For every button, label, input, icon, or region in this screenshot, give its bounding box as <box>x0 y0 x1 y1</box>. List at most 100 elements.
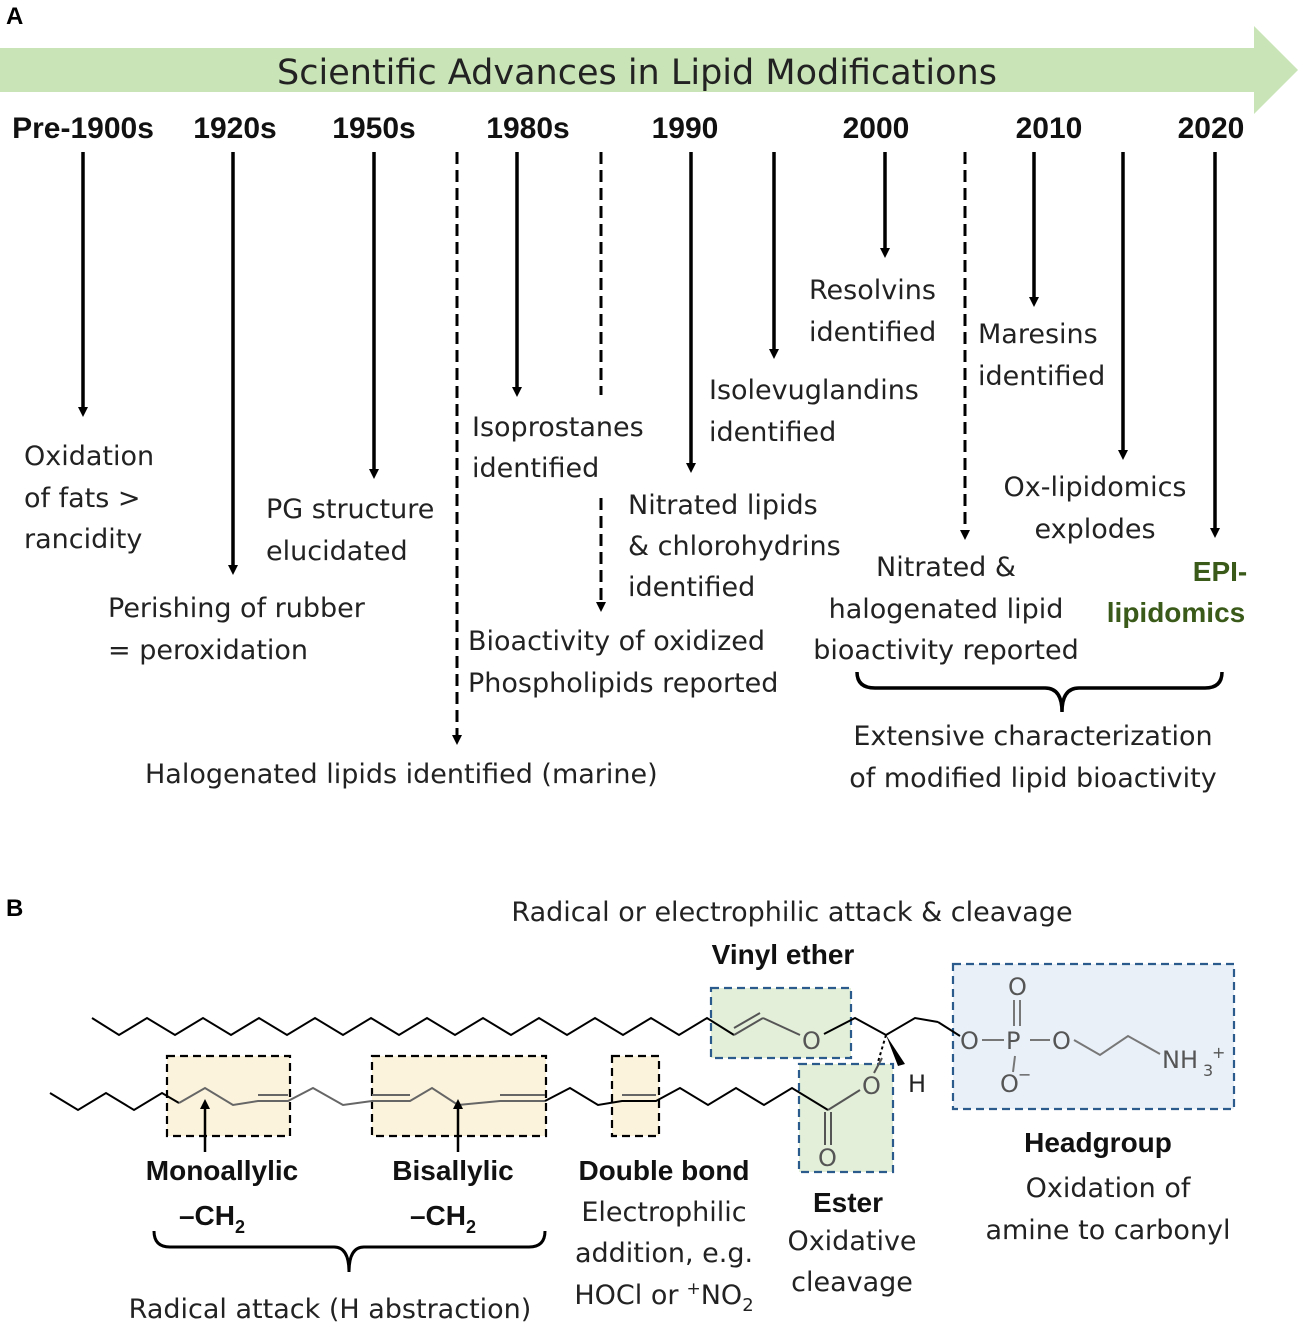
event-isoprostanes: Isoprostanes identified <box>472 412 644 484</box>
event-text: Oxidation <box>24 441 154 472</box>
vinyl-ether-title: Vinyl ether <box>712 939 855 970</box>
carbonyl-oxygen: O <box>818 1144 837 1172</box>
glycerol-to-phosphate <box>937 1021 961 1037</box>
event-text: Resolvins <box>809 275 936 306</box>
ester-desc: cleavage <box>791 1267 913 1298</box>
vinyl-ether-box <box>709 986 853 1060</box>
event-text: halogenated lipid <box>829 594 1064 625</box>
bisallylic-label: Bisallylic <box>392 1155 513 1186</box>
amine-nh: NH <box>1162 1046 1198 1074</box>
ester-bond <box>827 1089 861 1111</box>
p-o-minus-bond <box>1012 1055 1016 1073</box>
vinyl-bond <box>762 1017 801 1036</box>
ch2-sub: 2 <box>235 1217 245 1237</box>
panel-b-header: Radical or electrophilic attack & cleava… <box>511 897 1072 928</box>
no2-plus: + <box>686 1279 700 1299</box>
ester-to-glycerol <box>873 1057 883 1074</box>
timeline-banner-arrow <box>0 26 1298 114</box>
minus-charge: − <box>1018 1065 1031 1084</box>
event-isolevuglandins: Isolevuglandins identified <box>709 375 919 448</box>
event-text: explodes <box>1034 514 1155 545</box>
year-label: 1980s <box>486 112 569 145</box>
event-text: = peroxidation <box>108 635 308 666</box>
double-bond-desc: addition, e.g. <box>575 1238 753 1269</box>
year-label: 2020 <box>1178 112 1245 145</box>
event-text: Maresins <box>978 319 1098 350</box>
year-label: Pre-1900s <box>12 112 154 145</box>
event-nitrated-chlorohydrins: Nitrated lipids & chlorohydrins identifi… <box>628 490 841 603</box>
event-extensive: Extensive characterization of modified l… <box>849 721 1216 794</box>
event-text: identified <box>978 361 1105 392</box>
phosphate-oxygen-minus: O <box>1000 1070 1019 1098</box>
double-bond-desc: Electrophilic <box>581 1197 746 1228</box>
headgroup-desc: Oxidation of <box>1026 1173 1192 1204</box>
event-bioactivity-oxidized: Bioactivity of oxidized Phospholipids re… <box>468 626 778 699</box>
monoallylic-label: Monoallylic <box>146 1155 298 1186</box>
no2-text: NO <box>701 1280 742 1311</box>
no2-sub: 2 <box>742 1295 753 1316</box>
phosphate-oxygen-1: O <box>960 1027 979 1055</box>
event-resolvins: Resolvins identified <box>809 275 936 348</box>
lower-acyl-chain <box>49 1091 180 1112</box>
headgroup-box <box>951 962 1236 1111</box>
bisallylic-ch2: –CH2 <box>410 1200 476 1237</box>
ch2-sub: 2 <box>466 1217 476 1237</box>
vinyl-double-bond-2 <box>733 1012 761 1029</box>
event-oxidation: Oxidation of fats > rancidity <box>24 441 154 555</box>
year-label: 1950s <box>332 112 415 145</box>
year-label: 2000 <box>843 112 910 145</box>
phosphorus: P <box>1006 1027 1020 1055</box>
event-text: identified <box>472 453 599 484</box>
event-text: Bioactivity of oxidized <box>468 626 765 657</box>
curly-brace-extensive <box>855 671 1224 713</box>
event-text: Nitrated & <box>876 552 1016 583</box>
ester-title: Ester <box>813 1187 883 1218</box>
headgroup-title: Headgroup <box>1024 1127 1172 1158</box>
event-text: Nitrated lipids <box>628 490 818 521</box>
year-label: 1990 <box>652 112 719 145</box>
event-text: Isolevuglandins <box>709 375 919 406</box>
event-text: of modified lipid bioactivity <box>849 763 1216 794</box>
double-bond-desc-last: HOCl or+NO2 <box>574 1279 753 1316</box>
hydrogen-label: H <box>908 1070 926 1098</box>
ch2-text: –CH <box>410 1200 466 1231</box>
event-text: PG structure <box>266 494 434 525</box>
amine-plus: + <box>1212 1043 1225 1062</box>
event-text: EPI- <box>1193 556 1247 587</box>
phosphate-oxygen-2: O <box>1052 1027 1071 1055</box>
event-text: identified <box>628 572 755 603</box>
ester-box <box>797 1062 895 1174</box>
ester-oxygen: O <box>862 1072 881 1100</box>
event-text: Halogenated lipids identified (marine) <box>145 759 658 790</box>
double-bond-title: Double bond <box>578 1155 749 1186</box>
event-text: Ox-lipidomics <box>1004 472 1187 503</box>
hashed-bond <box>877 1034 887 1063</box>
event-ox-lipidomics: Ox-lipidomics explodes <box>1004 472 1187 545</box>
panel-a-label: A <box>6 3 23 30</box>
event-text: of fats > <box>24 483 141 514</box>
event-pg-structure: PG structure elucidated <box>266 494 434 567</box>
event-text: identified <box>709 417 836 448</box>
headgroup-desc: amine to carbonyl <box>985 1215 1230 1246</box>
event-text: Isoprostanes <box>472 412 644 443</box>
event-maresins: Maresins identified <box>978 319 1105 392</box>
event-text: elucidated <box>266 536 408 567</box>
event-text: Perishing of rubber <box>108 593 366 624</box>
event-text: identified <box>809 317 936 348</box>
event-text: lipidomics <box>1107 597 1245 628</box>
timeline-dashed-arrows <box>452 152 970 745</box>
event-epi-lipidomics: EPI- lipidomics <box>1107 556 1247 628</box>
event-halogenated-marine: Halogenated lipids identified (marine) <box>145 759 658 790</box>
amine-sub: 3 <box>1203 1061 1213 1080</box>
ch2-text: –CH <box>179 1200 235 1231</box>
phosphate-oxygen-top: O <box>1008 973 1027 1001</box>
monoallylic-ch2: –CH2 <box>179 1200 245 1237</box>
event-text: bioactivity reported <box>813 635 1078 666</box>
ether-oxygen: O <box>802 1027 821 1055</box>
year-label: 2010 <box>1016 112 1083 145</box>
ethanolamine-chain <box>1073 1034 1161 1057</box>
event-nitrated-halogenated-bioactivity: Nitrated & halogenated lipid bioactivity… <box>813 552 1078 666</box>
vinyl-double-bond <box>733 1017 764 1036</box>
timeline-arrows <box>78 152 1220 575</box>
